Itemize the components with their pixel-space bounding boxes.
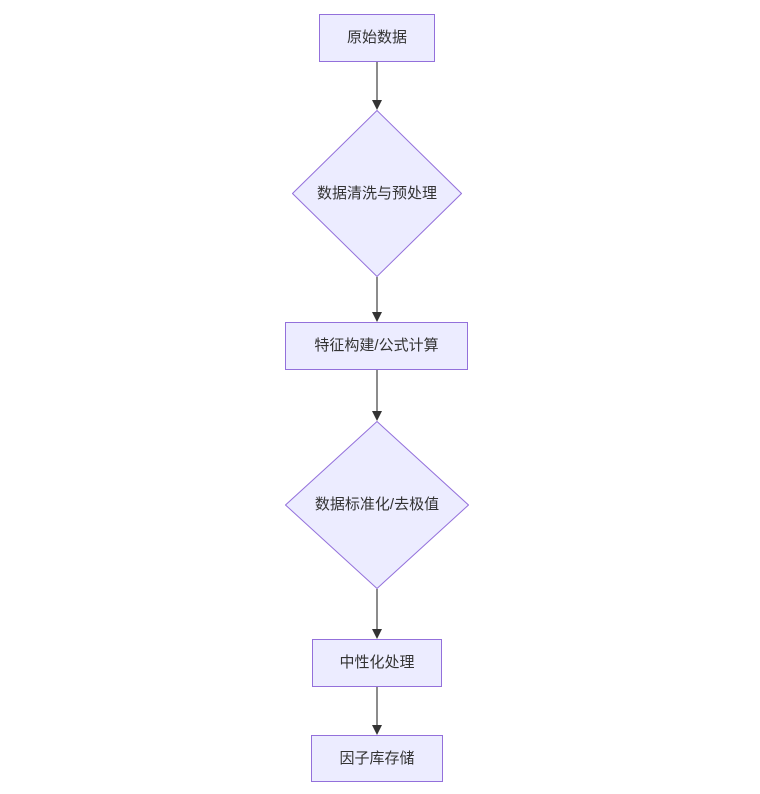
arrow-down-icon bbox=[372, 725, 382, 735]
flow-edge-b-c bbox=[371, 277, 383, 322]
diamond-shape bbox=[285, 421, 469, 589]
flow-edge-d-e bbox=[371, 589, 383, 639]
node-label-clean-preprocess: 数据清洗与预处理 bbox=[316, 184, 437, 202]
node-label-feature-calc: 特征构建/公式计算 bbox=[314, 337, 439, 354]
node-label-factor-store: 因子库存储 bbox=[339, 749, 415, 767]
edge-line bbox=[376, 687, 378, 725]
node-label-standardize: 数据标准化/去极值 bbox=[314, 496, 440, 513]
arrow-down-icon bbox=[372, 312, 382, 322]
flow-node-neutralize: 中性化处理 bbox=[312, 639, 442, 687]
flow-node-feature-calc: 特征构建/公式计算 bbox=[285, 322, 468, 370]
arrow-down-icon bbox=[372, 100, 382, 110]
edge-line bbox=[376, 277, 378, 312]
arrow-down-icon bbox=[372, 629, 382, 639]
flow-edge-c-d bbox=[371, 370, 383, 421]
node-label-raw-data: 原始数据 bbox=[346, 29, 407, 46]
flow-node-clean-preprocess: 数据清洗与预处理 bbox=[292, 110, 462, 277]
flow-edge-a-b bbox=[371, 62, 383, 110]
flow-edge-e-f bbox=[371, 687, 383, 735]
node-label-neutralize: 中性化处理 bbox=[339, 654, 415, 671]
arrow-down-icon bbox=[372, 411, 382, 421]
edge-line bbox=[376, 370, 378, 411]
edge-line bbox=[376, 62, 378, 100]
edge-line bbox=[376, 589, 378, 629]
flow-node-standardize: 数据标准化/去极值 bbox=[285, 421, 469, 589]
diamond-shape bbox=[292, 110, 462, 277]
flow-node-raw-data: 原始数据 bbox=[319, 14, 435, 62]
flow-node-factor-store: 因子库存储 bbox=[311, 735, 443, 782]
